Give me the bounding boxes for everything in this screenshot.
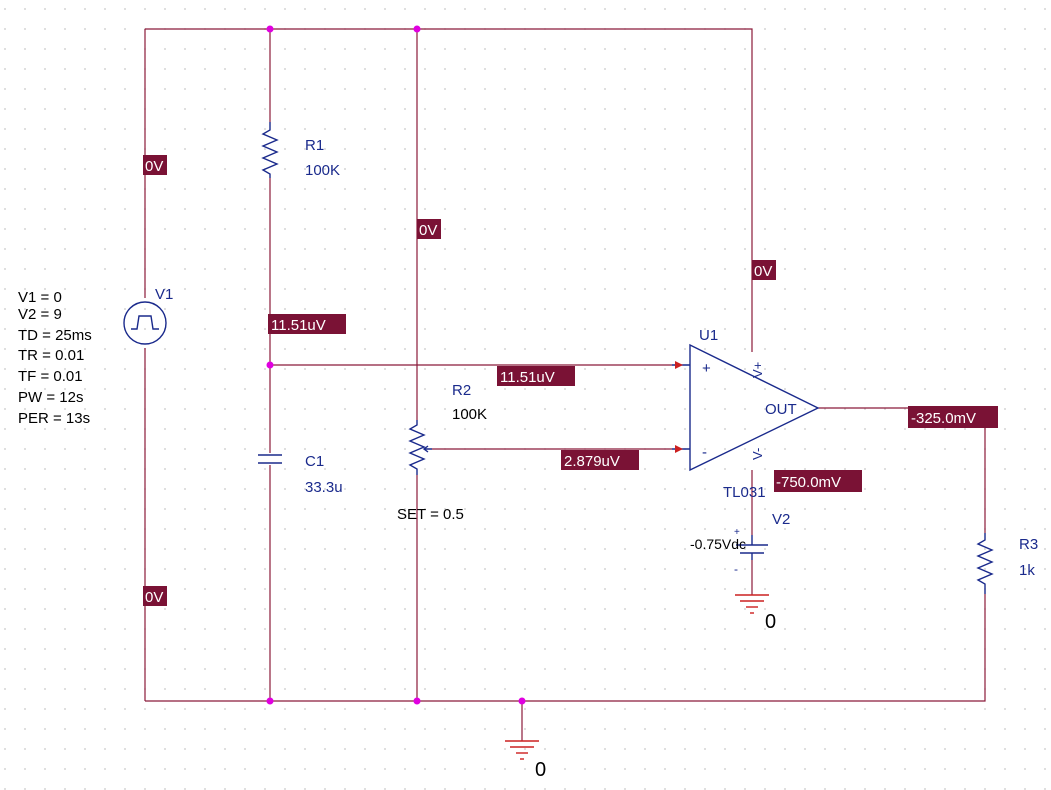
voltage-tag[interactable]: 0V xyxy=(417,219,441,239)
v1-param: PW = 12s xyxy=(18,389,83,406)
junction-dot xyxy=(266,25,274,33)
r3-value-label: 1k xyxy=(1019,562,1035,579)
ground-label: 0 xyxy=(765,611,776,633)
voltage-tag[interactable]: 0V xyxy=(752,260,776,280)
v1-param: TF = 0.01 xyxy=(18,368,83,385)
r3-resistor[interactable]: R3 1k xyxy=(976,533,1038,594)
r3-zigzag xyxy=(976,533,994,594)
r2-potentiometer[interactable]: R2 100K SET = 0.5 xyxy=(397,382,487,523)
r1-zigzag xyxy=(261,122,279,178)
u1-model-label: TL031 xyxy=(723,484,766,501)
v1-param: TD = 25ms xyxy=(18,327,92,344)
r2-ref-label: R2 xyxy=(452,382,471,399)
voltage-tag-text: -325.0mV xyxy=(911,410,976,427)
voltage-tag-text: 0V xyxy=(145,589,163,606)
junctions xyxy=(266,25,526,705)
voltage-tag-text: 0V xyxy=(145,158,163,175)
v1-param: V1 = 0 xyxy=(18,289,62,306)
u1-opamp[interactable]: U1 + - V+ V- OUT TL031 xyxy=(672,327,820,501)
voltage-tags: 0V 0V 0V 0V 11.51uV 11.51uV 2.879uV -32 xyxy=(143,155,998,606)
u1-triangle xyxy=(689,343,820,472)
v2-ref-label: V2 xyxy=(772,511,790,528)
r2-wiper-arrow-icon xyxy=(422,445,432,453)
v1-param: PER = 13s xyxy=(18,410,90,427)
voltage-tag[interactable]: 2.879uV xyxy=(561,450,639,470)
u1-out-label: OUT xyxy=(765,401,797,418)
c1-capacitor[interactable]: C1 33.3u xyxy=(258,453,343,496)
junction-dot xyxy=(266,361,274,369)
v2-plus-sign: + xyxy=(734,527,740,538)
u1-minus-sign: - xyxy=(702,444,707,461)
c1-ref-label: C1 xyxy=(305,453,324,470)
u1-plus-sign: + xyxy=(702,360,711,377)
junction-dot xyxy=(518,697,526,705)
u1-vminus-label: V- xyxy=(750,448,765,460)
voltage-tag-text: -750.0mV xyxy=(776,474,841,491)
v2-minus-sign: - xyxy=(734,562,738,576)
c1-value-label: 33.3u xyxy=(305,479,343,496)
u1-ref-label: U1 xyxy=(699,327,718,344)
pulse-icon xyxy=(131,315,159,330)
u1-vplus-label: V+ xyxy=(750,362,765,378)
voltage-tag[interactable]: -325.0mV xyxy=(908,406,998,428)
r2-set-label: SET = 0.5 xyxy=(397,506,464,523)
r2-zigzag xyxy=(408,420,426,475)
r2-value-label: 100K xyxy=(452,406,487,423)
r1-resistor[interactable]: R1 100K xyxy=(261,122,340,179)
voltage-tag[interactable]: 0V xyxy=(143,586,167,606)
v1-param: TR = 0.01 xyxy=(18,347,84,364)
voltage-tag-text: 0V xyxy=(754,263,772,280)
junction-dot xyxy=(413,697,421,705)
v2-value-label: -0.75Vdc xyxy=(690,536,746,552)
v1-symbol-circle xyxy=(123,301,167,345)
u1-minus-arrow-icon xyxy=(675,445,683,453)
ground-main[interactable]: 0 xyxy=(505,740,546,781)
wire-top-rail[interactable] xyxy=(145,28,753,352)
voltage-tag-text: 11.51uV xyxy=(500,369,555,386)
voltage-tag[interactable]: 11.51uV xyxy=(497,366,575,386)
voltage-tag[interactable]: 11.51uV xyxy=(268,314,346,334)
r3-ref-label: R3 xyxy=(1019,536,1038,553)
voltage-tag[interactable]: -750.0mV xyxy=(774,470,862,492)
r1-value-label: 100K xyxy=(305,162,340,179)
junction-dot xyxy=(413,25,421,33)
v1-ref-label: V1 xyxy=(155,286,173,303)
v1-source[interactable]: V1 V1 = 0 V2 = 9 TD = 25ms TR = 0.01 TF … xyxy=(18,286,173,427)
v1-param: V2 = 9 xyxy=(18,306,62,323)
v2-source[interactable]: V2 -0.75Vdc + - xyxy=(690,511,790,576)
ground-label: 0 xyxy=(535,759,546,781)
voltage-tag-text: 11.51uV xyxy=(271,317,326,334)
voltage-tag[interactable]: 0V xyxy=(143,155,167,175)
ground-v2[interactable]: 0 xyxy=(735,594,776,633)
voltage-tag-text: 0V xyxy=(419,222,437,239)
wire-bottom-rail[interactable] xyxy=(145,594,986,702)
junction-dot xyxy=(266,697,274,705)
r1-ref-label: R1 xyxy=(305,137,324,154)
voltage-tag-text: 2.879uV xyxy=(564,453,620,470)
u1-plus-arrow-icon xyxy=(675,361,683,369)
